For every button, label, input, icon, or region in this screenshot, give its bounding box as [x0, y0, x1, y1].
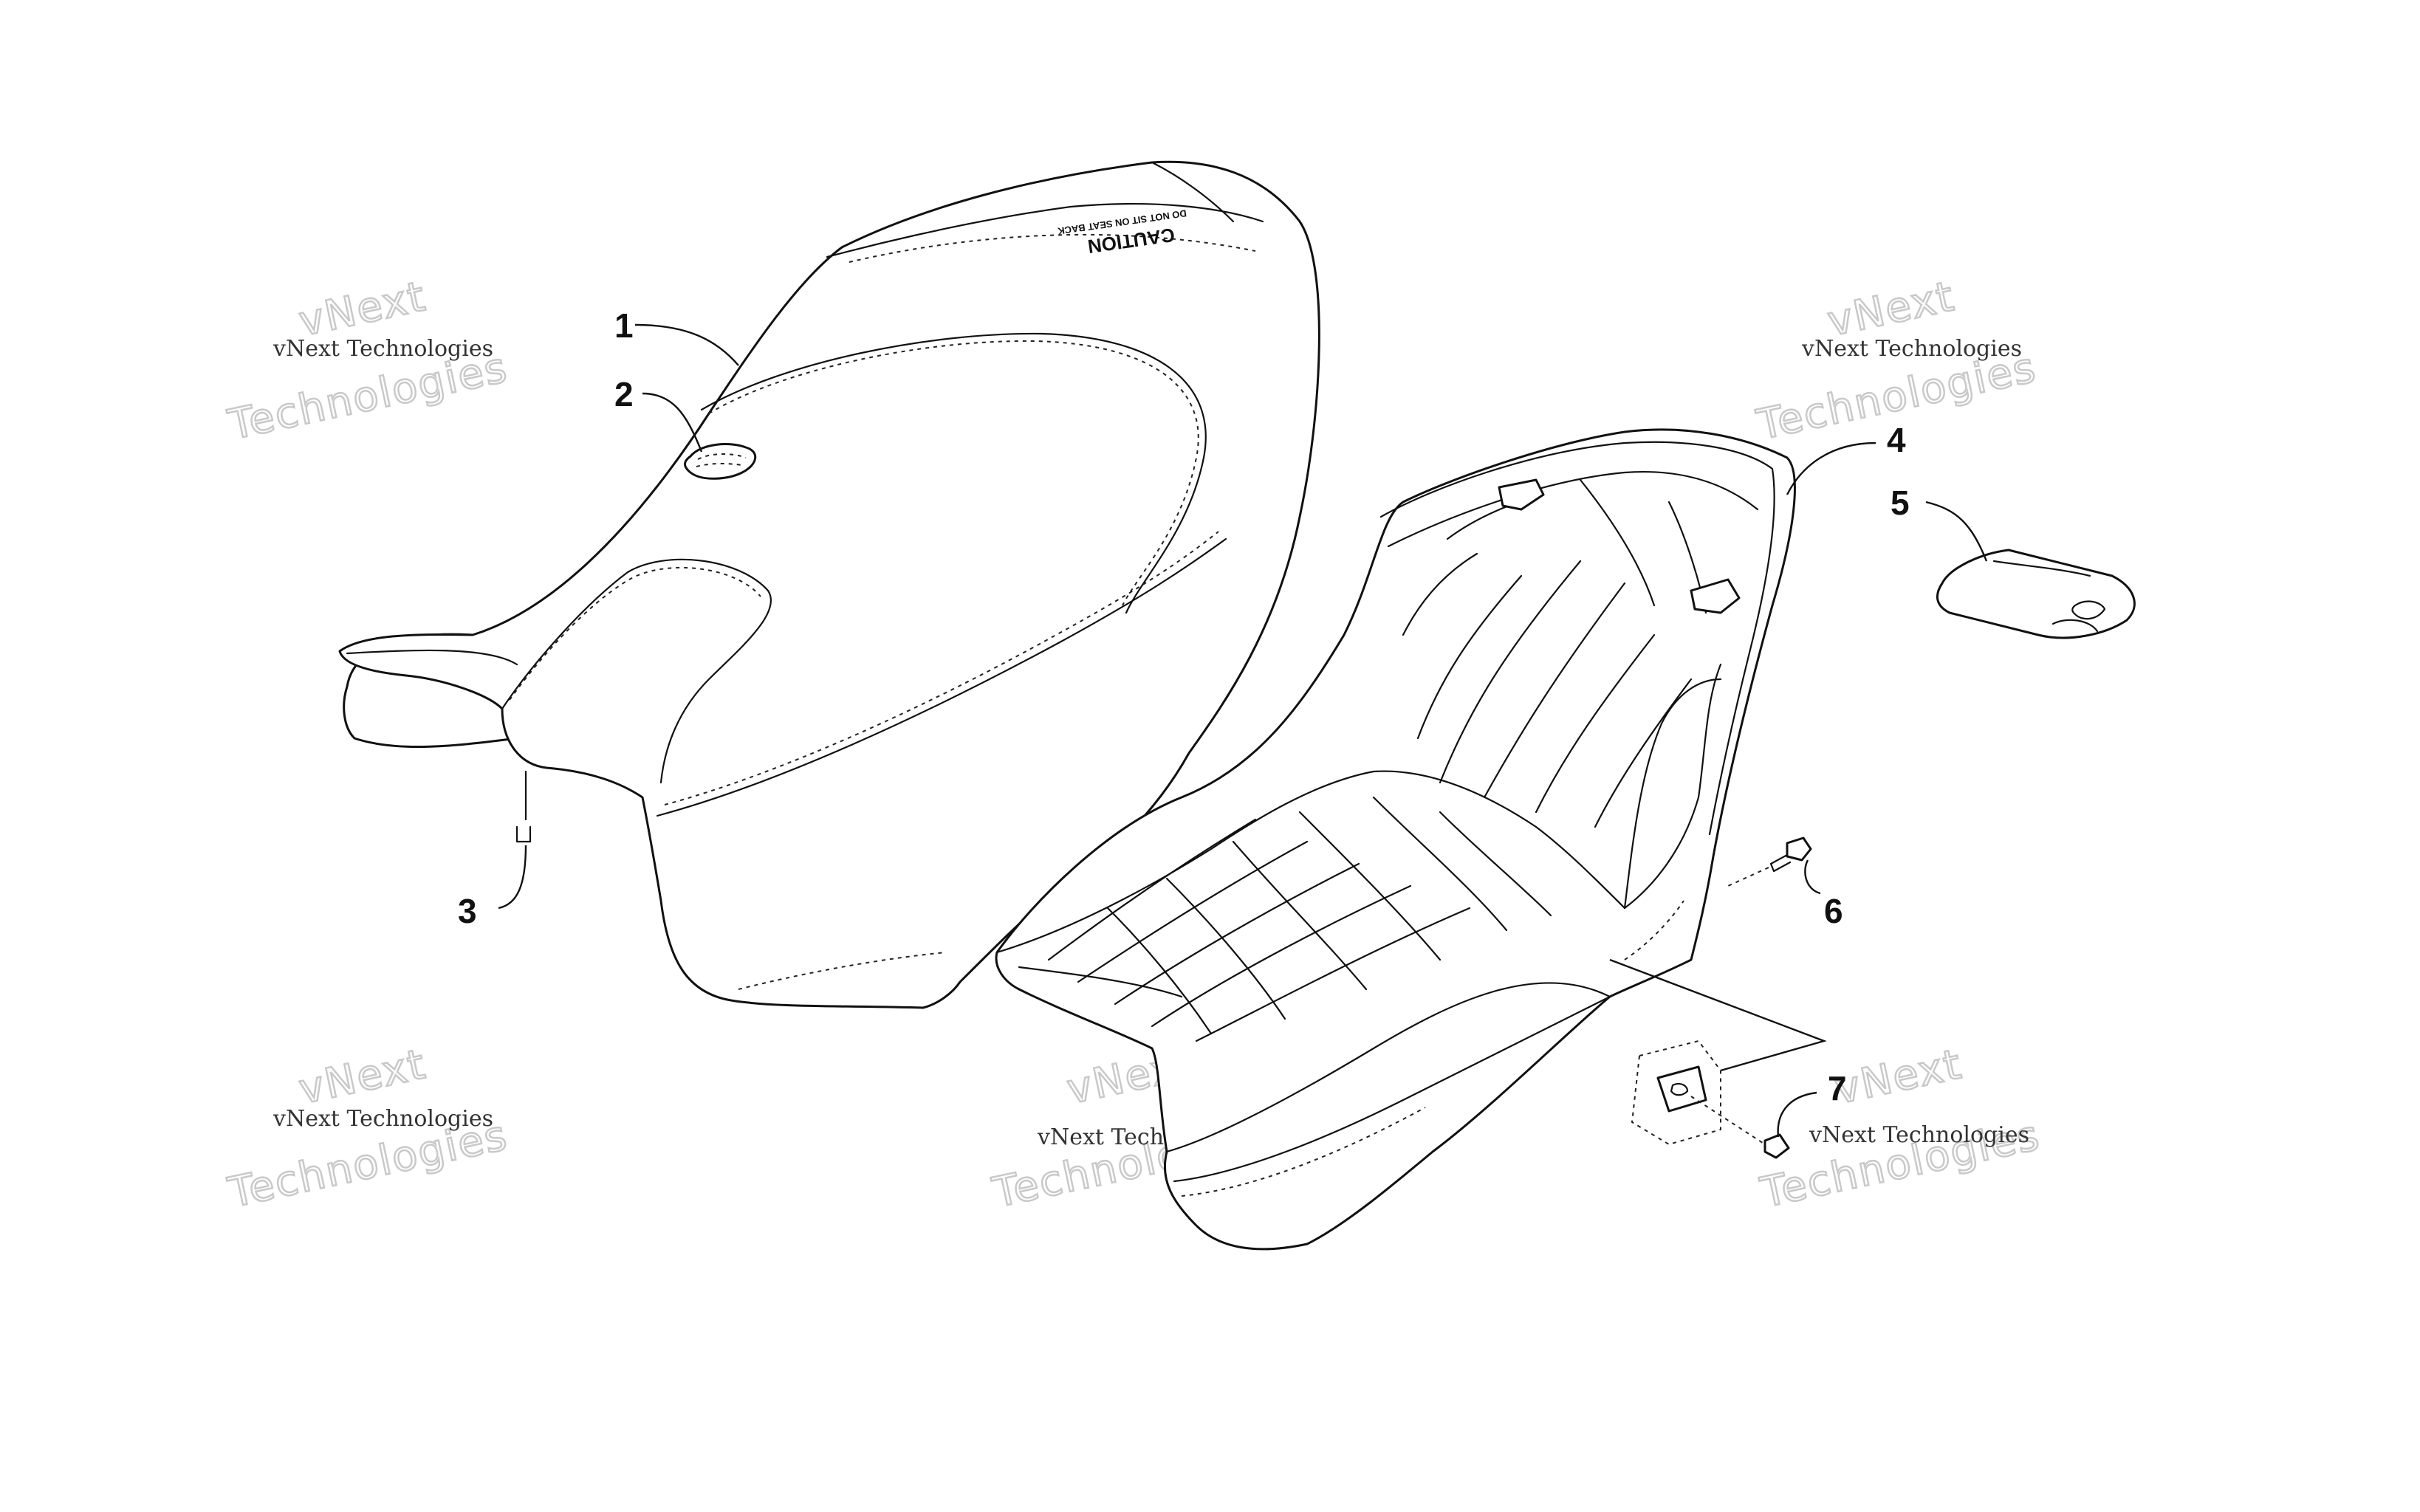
seat-stitch-bottom [738, 952, 946, 990]
seat-base-latch-top [1498, 478, 1545, 511]
seat-base-floor-edge [995, 770, 1626, 954]
seat-pad[interactable] [1936, 549, 2136, 639]
leader-3 [498, 845, 527, 910]
seat-base-skirt-stitch [1181, 1107, 1426, 1197]
seat-clip[interactable] [515, 770, 532, 843]
clip-nut-centerline [1690, 1096, 1766, 1145]
screw-shank [1769, 853, 1792, 873]
leader-1 [634, 323, 739, 366]
seat-base-rib [1416, 574, 1523, 740]
leader-6 [1804, 859, 1821, 895]
seat-base-rib [1439, 560, 1582, 784]
seat-stitch-side [664, 531, 1219, 805]
watermark-brand-text: vNext [1831, 1040, 1966, 1114]
seat-side-seam [656, 537, 1227, 817]
clip-nut[interactable] [1609, 958, 1827, 1159]
seat-rear-edge [1151, 161, 1235, 223]
callout-3: 3 [458, 892, 477, 930]
seat-base-rib [1579, 478, 1656, 607]
bracket-hole [1670, 1082, 1689, 1096]
seat-base-side-wall [1623, 663, 1722, 910]
seat-rider-bolster [700, 332, 1207, 614]
velcro-patch-texture [696, 463, 743, 467]
seat-base-latch-right [1690, 578, 1741, 614]
seat-outline [338, 160, 1320, 1009]
seat-base-rib [1535, 633, 1656, 814]
seat-clip-hook [515, 825, 532, 843]
callout-1: 1 [614, 306, 634, 345]
watermark-line-text: vNext Technologies [1801, 336, 2022, 362]
watermark-brand-text: vNext [295, 1040, 430, 1114]
seat-base-back-inner [1387, 470, 1759, 548]
screw-head [1786, 836, 1812, 862]
seat-base-skirt [1165, 982, 1611, 1153]
watermark-brand-text: vNext [295, 272, 430, 346]
seat-base-rib [1402, 552, 1478, 636]
seat-pad-cutout [2051, 619, 2099, 633]
seat-stitch-rear [849, 233, 1256, 263]
seat-rear-panel [826, 203, 1264, 258]
watermark-line-text: vNext Technologies [272, 1106, 493, 1132]
velcro-patch-shape [684, 443, 756, 480]
callout-7: 7 [1828, 1069, 1847, 1107]
seat-front-nose-edge [346, 649, 518, 666]
seat-base[interactable] [995, 428, 1796, 1251]
velcro-patch[interactable] [684, 443, 756, 480]
watermark-bottom-left: Technologies vNext vNext Technologies [223, 1040, 513, 1218]
seat-base-back-rim [1379, 441, 1775, 836]
watermark-top-left: Technologies vNext vNext Technologies [223, 272, 513, 450]
bracket-outline [1631, 1040, 1721, 1146]
leader-7 [1777, 1091, 1817, 1138]
callout-4: 4 [1887, 421, 1906, 459]
screw[interactable] [1727, 836, 1812, 887]
watermark-brand-text: vNext [1823, 272, 1958, 346]
seat-base-rib [1483, 582, 1626, 799]
watermark-line-text: vNext Technologies [1809, 1122, 2029, 1148]
leader-4 [1786, 441, 1876, 495]
leader-2 [642, 392, 703, 453]
seat-base-skirt-bottom [1173, 995, 1611, 1183]
seat-base-side-dash [1624, 900, 1684, 961]
seat-base-rib [1594, 678, 1693, 828]
clip-nut-body [1763, 1133, 1790, 1159]
seat-stitch-front [509, 566, 761, 701]
bracket-plate [1656, 1065, 1707, 1113]
assembly-leader [1609, 958, 1827, 1072]
seat-pad-hole [2071, 600, 2106, 620]
seat-base-side-panel [1623, 678, 1722, 910]
velcro-patch-texture [697, 453, 747, 460]
seat-base-grid [1018, 796, 1552, 1042]
callout-2: 2 [614, 375, 634, 413]
callout-6: 6 [1824, 892, 1843, 930]
callout-5: 5 [1891, 484, 1910, 522]
leader-5 [1925, 501, 1988, 562]
seat-pad-shape [1936, 549, 2136, 639]
seat-cushion[interactable]: CAUTION DO NOT SIT ON SEAT BACK [338, 160, 1320, 1009]
seat-base-outer-shell [995, 428, 1796, 1251]
watermark-line-text: vNext Technologies [272, 336, 493, 362]
seat-front-bolster [501, 558, 772, 784]
screw-centerline [1727, 867, 1769, 887]
watermark-bottom-right: Technologies vNext vNext Technologies [1755, 1040, 2045, 1218]
seat-pad-fold [1992, 560, 2091, 577]
